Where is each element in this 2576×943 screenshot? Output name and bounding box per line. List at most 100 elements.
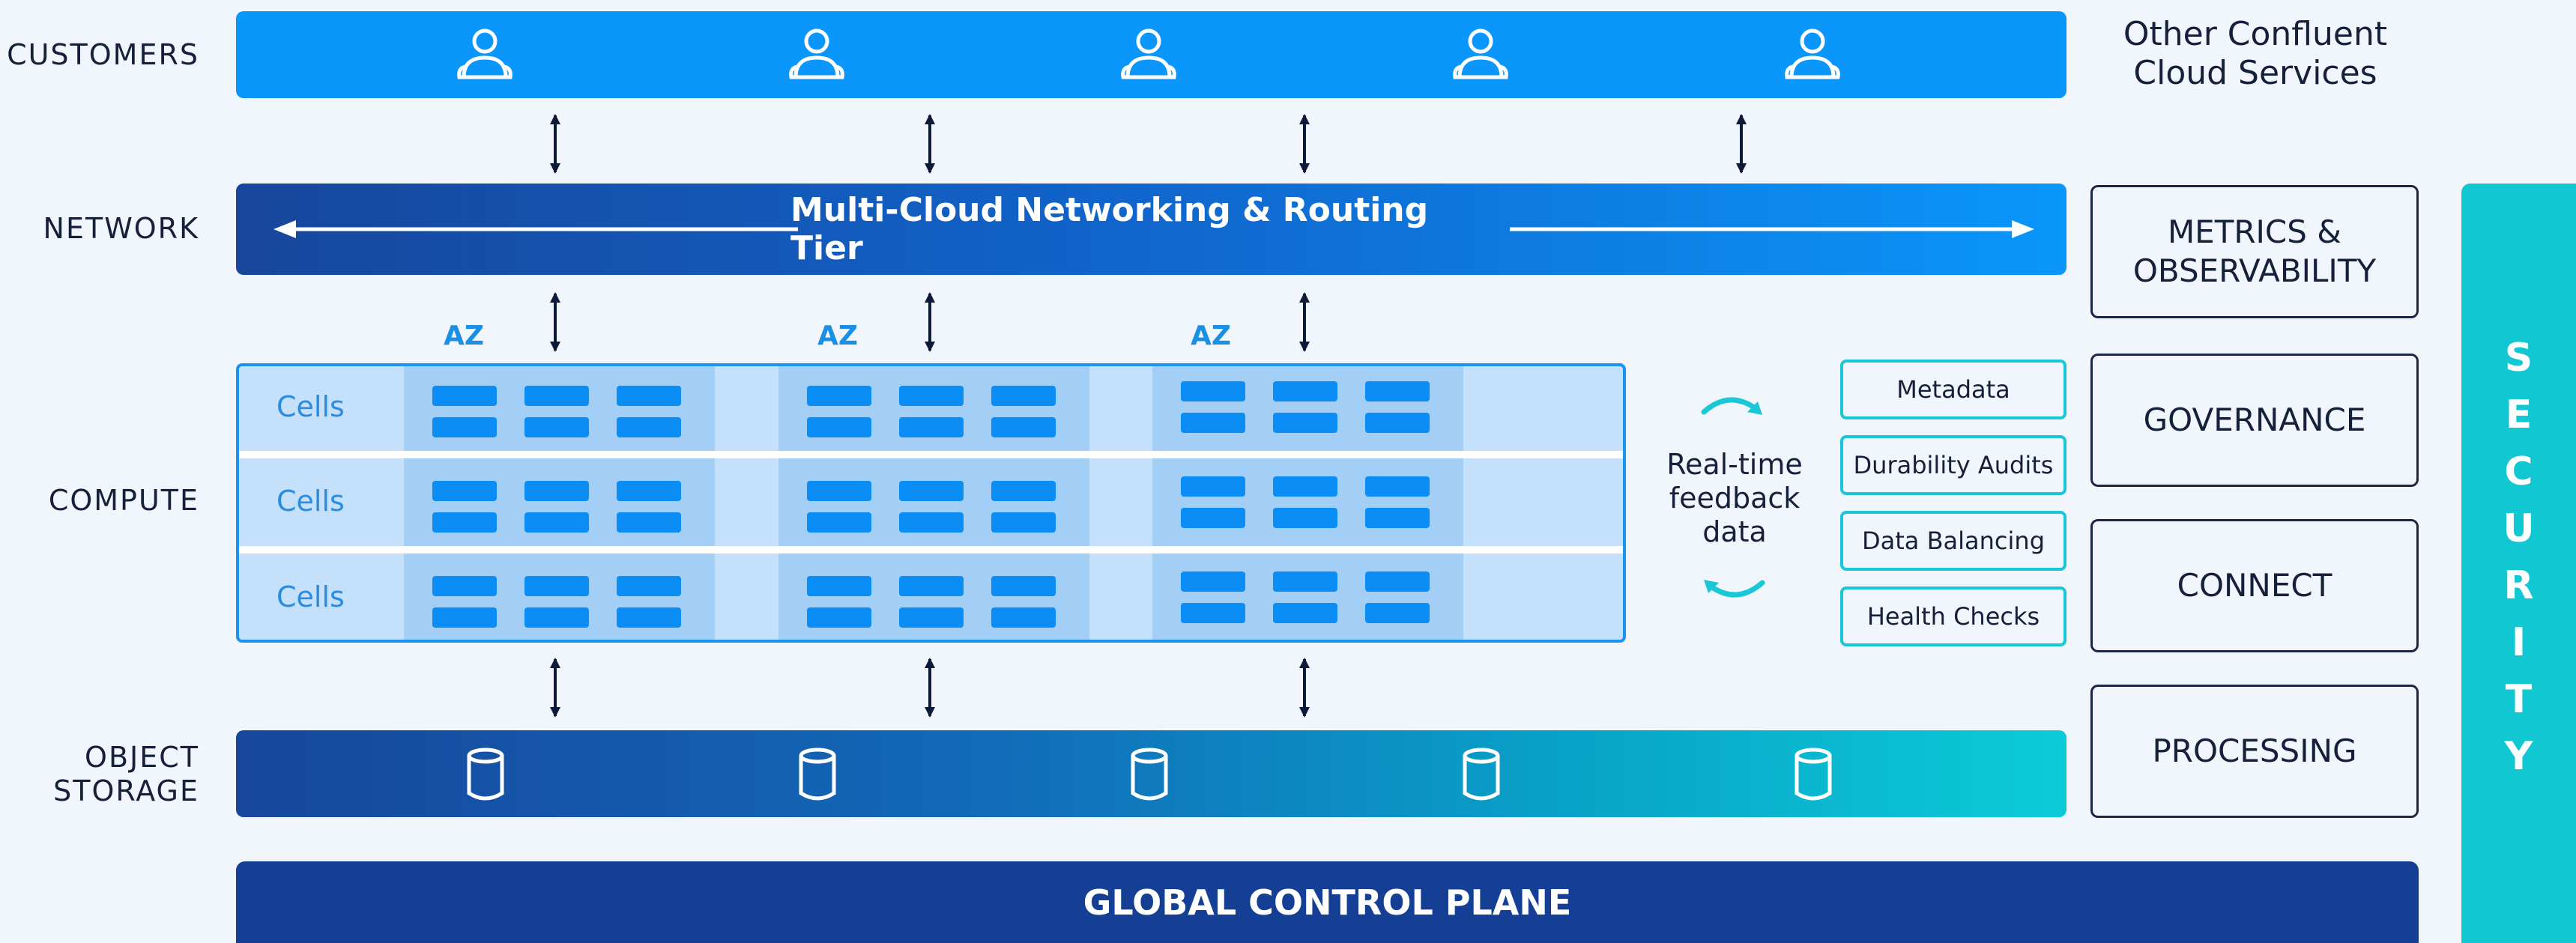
row-divider [239,546,1623,554]
customers-bar [236,11,2066,98]
other-services-line2: Cloud Services [2133,54,2377,92]
feedback-line1: Real-time [1666,448,1803,481]
compute-node [524,576,589,596]
compute-node [1181,571,1245,592]
compute-node [899,386,964,406]
compute-node [1365,413,1430,433]
user-group-icon [457,28,513,79]
compute-node [1273,381,1337,401]
compute-node [807,512,871,533]
database-cylinder-icon [799,748,836,801]
az-label: AZ [444,321,484,351]
compute-node [432,481,497,501]
bidirectional-arrow-icon [550,292,560,352]
row-label-network: NETWORK [43,212,199,245]
connect-box: CONNECT [2090,519,2419,652]
compute-node [1181,508,1245,528]
side-box-line1: CONNECT [2177,567,2332,604]
right-arrow-icon [1510,220,2034,238]
left-arrow-icon [273,220,798,238]
row-label-object-storage-line2: STORAGE [53,774,199,807]
governance-box: GOVERNANCE [2090,354,2419,487]
compute-node [432,417,497,437]
bidirectional-arrow-icon [1299,114,1310,174]
compute-node [1273,413,1337,433]
compute-node [899,512,964,533]
compute-node [1181,603,1245,623]
bidirectional-arrow-icon [550,114,560,174]
compute-node [899,607,964,628]
compute-node [524,481,589,501]
az-column [1152,366,1463,640]
az-label: AZ [817,321,858,351]
compute-node [617,607,681,628]
feedback-line3: data [1702,515,1767,548]
database-cylinder-icon [467,748,504,801]
compute-node [1181,476,1245,497]
compute-node [432,607,497,628]
feedback-text: Real-time feedback data [1645,448,1824,549]
compute-node [1273,603,1337,623]
user-group-icon [789,28,844,79]
side-box-line1: GOVERNANCE [2143,401,2366,438]
feedback-line2: feedback [1669,482,1801,515]
compute-node [991,386,1056,406]
compute-node [1181,381,1245,401]
az-label: AZ [1191,321,1231,351]
compute-node [807,386,871,406]
global-control-plane-label: GLOBAL CONTROL PLANE [1083,882,1572,923]
row-label-object-storage-line1: OBJECT [85,741,199,774]
cells-label: Cells [276,580,345,613]
processing-box: PROCESSING [2090,685,2419,818]
compute-node [807,417,871,437]
user-group-icon [1453,28,1508,79]
compute-node [1273,571,1337,592]
cells-label: Cells [276,485,345,518]
metadata-box: Metadata [1840,360,2066,419]
security-label: SECURITY [2496,336,2542,791]
compute-node [1365,508,1430,528]
compute-node [617,576,681,596]
cycle-arrow-top-icon [1701,397,1762,415]
side-box-line1: PROCESSING [2152,733,2357,769]
row-label-compute: COMPUTE [48,484,199,517]
compute-node [524,607,589,628]
bidirectional-arrow-icon [1736,114,1747,174]
compute-node [807,481,871,501]
compute-node [991,481,1056,501]
compute-node [807,607,871,628]
compute-node [807,576,871,596]
compute-node [991,512,1056,533]
data-balancing-box: Data Balancing [1840,511,2066,571]
network-bar-title: Multi-Cloud Networking & Routing Tier [790,191,1429,267]
user-group-icon [1121,28,1176,79]
compute-node [524,512,589,533]
compute-node [617,481,681,501]
compute-node [899,417,964,437]
compute-node [617,417,681,437]
compute-node [617,512,681,533]
compute-node [1181,413,1245,433]
bidirectional-arrow-icon [1299,658,1310,718]
database-cylinder-icon [1463,748,1500,801]
database-cylinder-icon [1795,748,1832,801]
health-checks-box: Health Checks [1840,586,2066,646]
compute-node [617,386,681,406]
row-divider [239,451,1623,458]
other-cloud-services: Other Confluent Cloud Services [2090,15,2420,93]
user-group-icon [1785,28,1840,79]
database-cylinder-icon [1131,748,1168,801]
bidirectional-arrow-icon [925,658,935,718]
compute-node [1365,603,1430,623]
az-column [778,366,1089,640]
metrics-observability-box: METRICS &OBSERVABILITY [2090,185,2419,318]
compute-node [432,386,497,406]
bidirectional-arrow-icon [1299,292,1310,352]
compute-node [1273,476,1337,497]
bidirectional-arrow-icon [925,114,935,174]
global-control-plane-bar: GLOBAL CONTROL PLANE [236,861,2419,943]
network-routing-bar: Multi-Cloud Networking & Routing Tier [236,184,2066,275]
bidirectional-arrow-icon [925,292,935,352]
compute-node [1365,571,1430,592]
compute-node [432,576,497,596]
